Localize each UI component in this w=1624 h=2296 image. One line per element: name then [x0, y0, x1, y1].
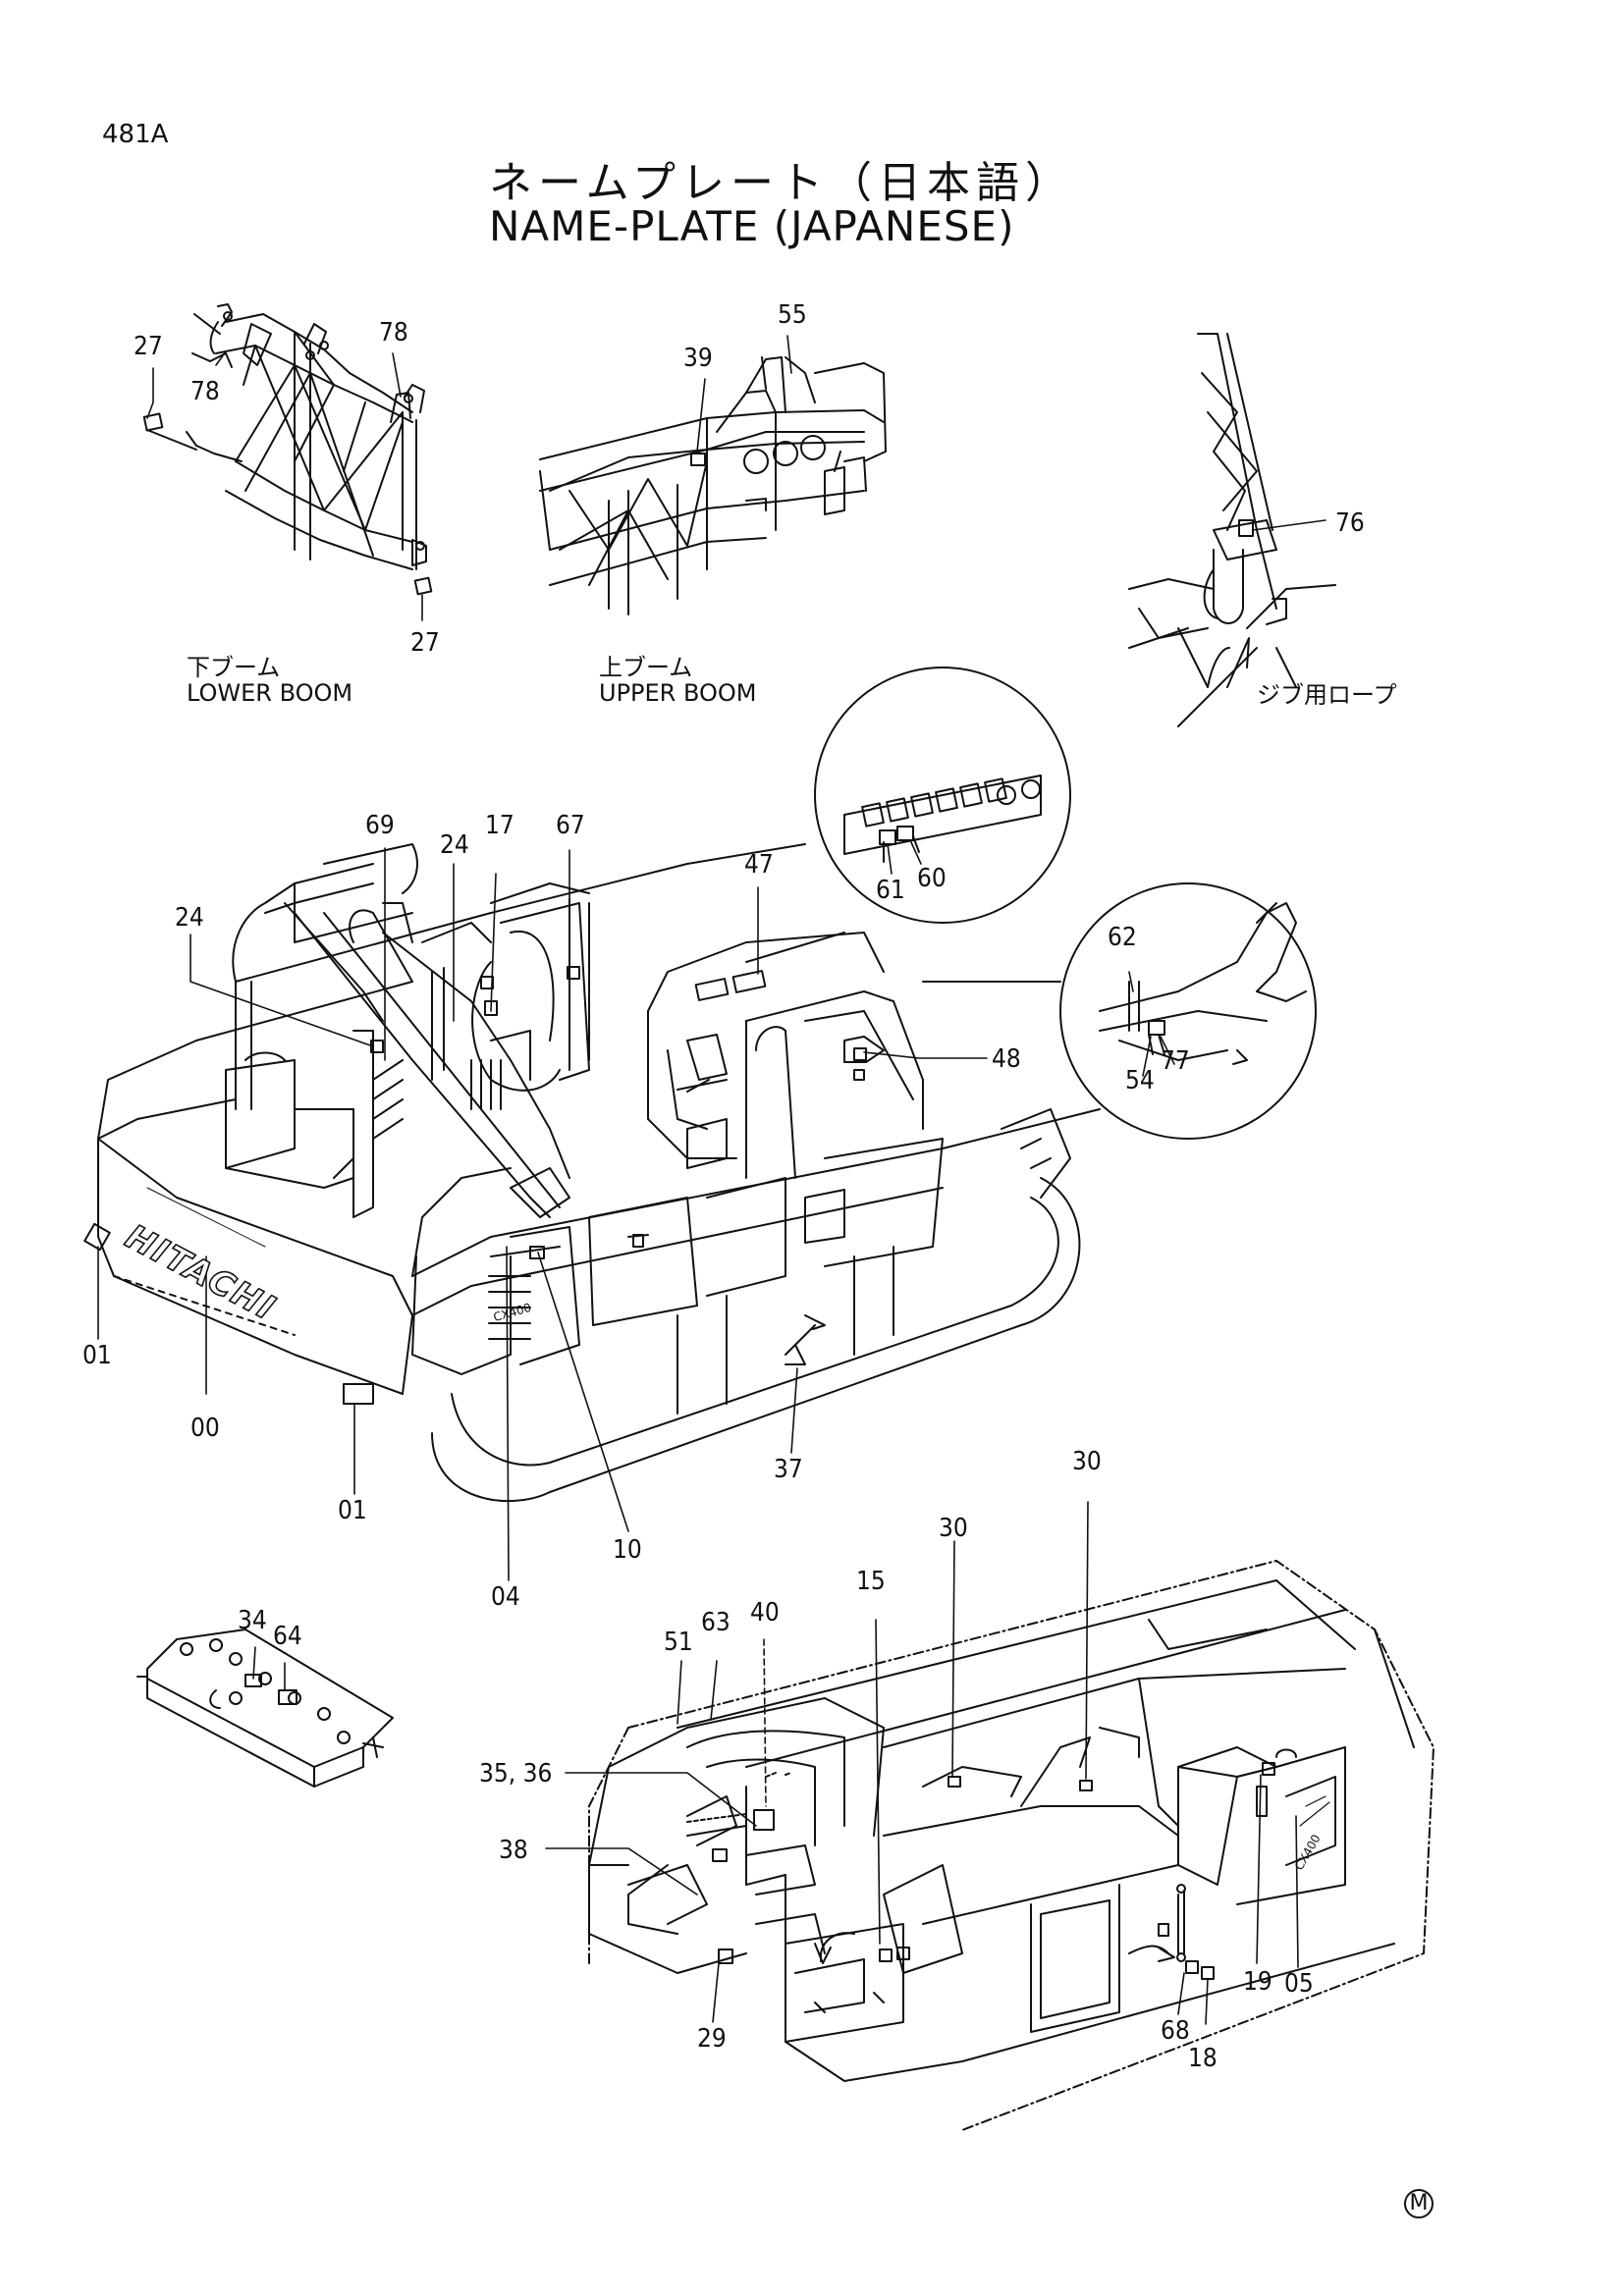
- callout-37: 37: [774, 1455, 803, 1484]
- footer-mark-badge: M: [1404, 2189, 1434, 2218]
- callout-01-side: 01: [338, 1496, 367, 1525]
- main-crane-drawing: [84, 844, 1100, 1501]
- control-panel-drawing: [137, 1629, 393, 1787]
- callout-30-right: 30: [1072, 1447, 1102, 1476]
- callout-29: 29: [697, 2024, 727, 2054]
- callout-35-36: 35, 36: [479, 1759, 553, 1789]
- callout-38: 38: [499, 1836, 528, 1865]
- upper-boom-label-en: UPPER BOOM: [599, 679, 757, 707]
- callout-17: 17: [485, 811, 514, 840]
- upper-boom-label-jp: 上ブーム: [599, 654, 693, 681]
- callout-27-bottom: 27: [410, 628, 440, 658]
- callout-24-left: 24: [175, 903, 204, 933]
- callout-78-right: 78: [379, 318, 408, 347]
- callout-40: 40: [750, 1598, 780, 1628]
- callout-64: 64: [273, 1622, 302, 1651]
- jib-rope-drawing: [1129, 334, 1335, 726]
- callout-67: 67: [556, 811, 585, 840]
- callout-19: 19: [1243, 1967, 1272, 1997]
- callout-60: 60: [917, 864, 947, 893]
- callout-68: 68: [1161, 2016, 1190, 2046]
- callout-55: 55: [778, 300, 807, 330]
- callout-10: 10: [613, 1535, 642, 1565]
- lower-boom-label-en: LOWER BOOM: [187, 679, 353, 707]
- revolving-frame-drawing: [589, 1561, 1434, 2130]
- callout-15: 15: [856, 1567, 886, 1596]
- document-code: 481A: [102, 120, 169, 149]
- detail-panel-drawing: [746, 667, 1070, 962]
- callout-18: 18: [1188, 2044, 1218, 2073]
- title-english: NAME-PLATE (JAPANESE): [489, 202, 1015, 250]
- callout-78-left: 78: [190, 377, 220, 406]
- callout-leaders: [98, 336, 1326, 2024]
- callout-61: 61: [876, 876, 905, 905]
- callout-04: 04: [491, 1582, 520, 1612]
- callout-39: 39: [683, 344, 713, 373]
- callout-48: 48: [992, 1044, 1021, 1074]
- callout-00: 00: [190, 1414, 220, 1443]
- jib-rope-label: ジブ用ロープ: [1257, 681, 1397, 709]
- callout-63: 63: [701, 1608, 731, 1637]
- callout-05: 05: [1284, 1969, 1314, 1999]
- callout-01-front: 01: [82, 1341, 112, 1370]
- detail-floor-drawing: [923, 883, 1316, 1139]
- callout-30-center: 30: [939, 1514, 968, 1543]
- callout-76: 76: [1335, 508, 1365, 538]
- callout-62: 62: [1108, 923, 1137, 952]
- upper-boom-drawing: [540, 357, 886, 614]
- callout-54: 54: [1125, 1066, 1155, 1095]
- callout-24-upper: 24: [440, 830, 469, 860]
- callout-47: 47: [744, 850, 774, 880]
- title-japanese: ネームプレート（日本語）: [489, 158, 1075, 208]
- lower-boom-label-jp: 下ブーム: [187, 654, 281, 681]
- callout-77: 77: [1161, 1046, 1190, 1076]
- callout-27-top: 27: [134, 332, 163, 361]
- callout-51: 51: [664, 1628, 693, 1657]
- callout-69: 69: [365, 811, 395, 840]
- lower-boom-drawing: [144, 304, 432, 594]
- callout-34: 34: [238, 1606, 267, 1635]
